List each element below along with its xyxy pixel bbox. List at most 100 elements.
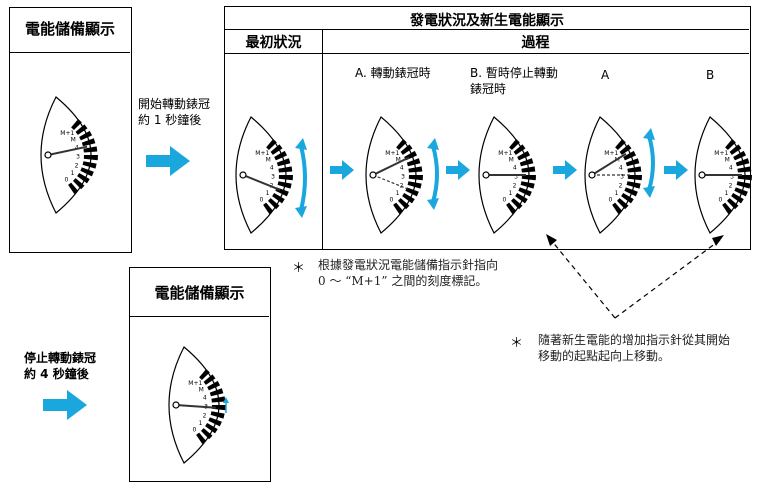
gauge-segment — [201, 428, 213, 440]
gauge-segment — [731, 193, 744, 204]
note1-line2: 0 ～ “M+1” 之間的刻度標記。 — [318, 274, 488, 288]
energy-reserve-panel-final: 電能儲備顯示 — [129, 267, 271, 482]
right-arrow-icon — [446, 160, 470, 180]
gauge-segment — [77, 173, 90, 184]
gauge-tick-label: 1 — [71, 170, 75, 177]
gauge-tick-label: 0 — [503, 197, 507, 204]
gauge-tick-label: M+1 — [385, 150, 399, 157]
note2-asterisk: ＊ — [510, 336, 524, 351]
gauge-segment — [729, 144, 742, 155]
col-b-pause-label-line1: B. 暫時停止轉動 — [470, 66, 558, 80]
gauge-segment — [263, 202, 274, 214]
gauge-segment — [208, 417, 222, 427]
gauge-segment — [621, 193, 634, 204]
gauge-segment — [278, 175, 293, 181]
gauge-segment — [625, 158, 640, 167]
gauge-tick-label: 0 — [260, 197, 264, 204]
gauge-tick-label: 4 — [513, 165, 517, 172]
process-panel-title: 發電狀況及新生電能顯示 — [410, 13, 564, 29]
gauge-segment — [725, 138, 736, 150]
gauge-segment — [276, 158, 291, 167]
gauge-tick-label: M — [199, 387, 204, 394]
gauge-segment — [408, 166, 423, 173]
gauge-tick-label: 0 — [193, 427, 197, 434]
gauge-segment — [266, 138, 277, 150]
gauge-tick-label: M+1 — [188, 380, 202, 387]
gauge-needle — [175, 404, 216, 409]
gauge-segment — [268, 198, 280, 210]
gauge-tick-label: 3 — [620, 174, 624, 181]
process-header: 過程 — [521, 35, 550, 51]
gauge-segment — [211, 405, 226, 411]
gauge-segment — [196, 432, 207, 444]
gauge-tick-label: 1 — [199, 420, 203, 427]
gauge-segment — [406, 158, 421, 167]
gauge-segment — [83, 146, 98, 153]
gauge-tick-label: 3 — [76, 154, 80, 161]
gauge-pivot — [482, 171, 490, 179]
gauge-tick-label: 2 — [203, 412, 207, 419]
process-panel-divider-top — [225, 29, 749, 30]
gauge-tick-label: M — [725, 157, 730, 164]
gauge-segment — [274, 150, 288, 161]
swing-arrow-icon — [427, 138, 439, 210]
note1-asterisk: ＊ — [292, 261, 306, 276]
gauge-pivot — [588, 171, 596, 179]
swing-arrow-icon — [295, 138, 307, 218]
gauge-pivot — [369, 171, 377, 179]
gauge-segment — [513, 144, 526, 155]
gauge-segment — [270, 144, 283, 155]
gauge-tick-label: 3 — [730, 174, 734, 181]
gauge-tick-label: 2 — [513, 182, 517, 189]
gauge-segment — [278, 166, 293, 173]
panel-title: 電能儲備顯示 — [154, 284, 245, 302]
gauge-segment — [737, 166, 752, 173]
gauge-pivot — [44, 151, 52, 159]
gauge-segment — [727, 198, 739, 210]
gauge-segment — [396, 138, 407, 150]
gauge-needle — [47, 145, 88, 156]
gauge-tick-label: M — [266, 157, 271, 164]
gauge-segment — [79, 130, 93, 141]
gauge-tick-label: M+1 — [60, 130, 74, 137]
gauge-segment — [73, 178, 85, 190]
gauge-tick-label: 1 — [725, 190, 729, 197]
gauge-tick-label: 0 — [390, 197, 394, 204]
gauge-segment — [71, 118, 82, 130]
gauge-segment — [733, 150, 747, 161]
step2-label-line2: 約 4 秒鐘後 — [24, 367, 89, 381]
gauge-tick-label: 2 — [75, 162, 79, 169]
gauge-segment — [277, 181, 292, 189]
gauge-tick-label: M+1 — [498, 150, 512, 157]
gauge-tick-label: 4 — [729, 165, 733, 172]
gauge-segment — [624, 187, 638, 197]
gauge-tick-label: M+1 — [255, 150, 269, 157]
gauge-segment — [520, 181, 535, 189]
gauge-tick-label: 1 — [266, 190, 270, 197]
process-panel: 發電狀況及新生電能顯示 最初狀況 過程 — [224, 6, 751, 250]
swing-arrow-icon — [643, 128, 655, 198]
right-arrow-icon — [43, 390, 87, 420]
gauge-needle — [591, 152, 627, 176]
gauge-segment — [393, 202, 404, 214]
gauge-tick-label: M — [71, 137, 76, 144]
gauge-tick-label: 1 — [615, 190, 619, 197]
gauge-segment — [83, 155, 98, 161]
step1-label-line2: 約 1 秒鐘後 — [138, 113, 202, 127]
gauge-segment — [81, 138, 96, 147]
gauge-tick-label: 1 — [509, 190, 513, 197]
note1-line1: 根據發電狀況電能儲備指示針指向 — [318, 258, 499, 272]
gauge-pivot — [698, 171, 706, 179]
gauge-segment — [511, 198, 523, 210]
panel-divider — [130, 316, 269, 317]
gauge-needle — [242, 174, 281, 191]
gauge-segment — [272, 193, 285, 204]
gauge-segment — [615, 138, 626, 150]
gauge-segment — [80, 167, 94, 177]
gauge-segment — [205, 423, 218, 434]
gauge-tick-label: 1 — [396, 190, 400, 197]
